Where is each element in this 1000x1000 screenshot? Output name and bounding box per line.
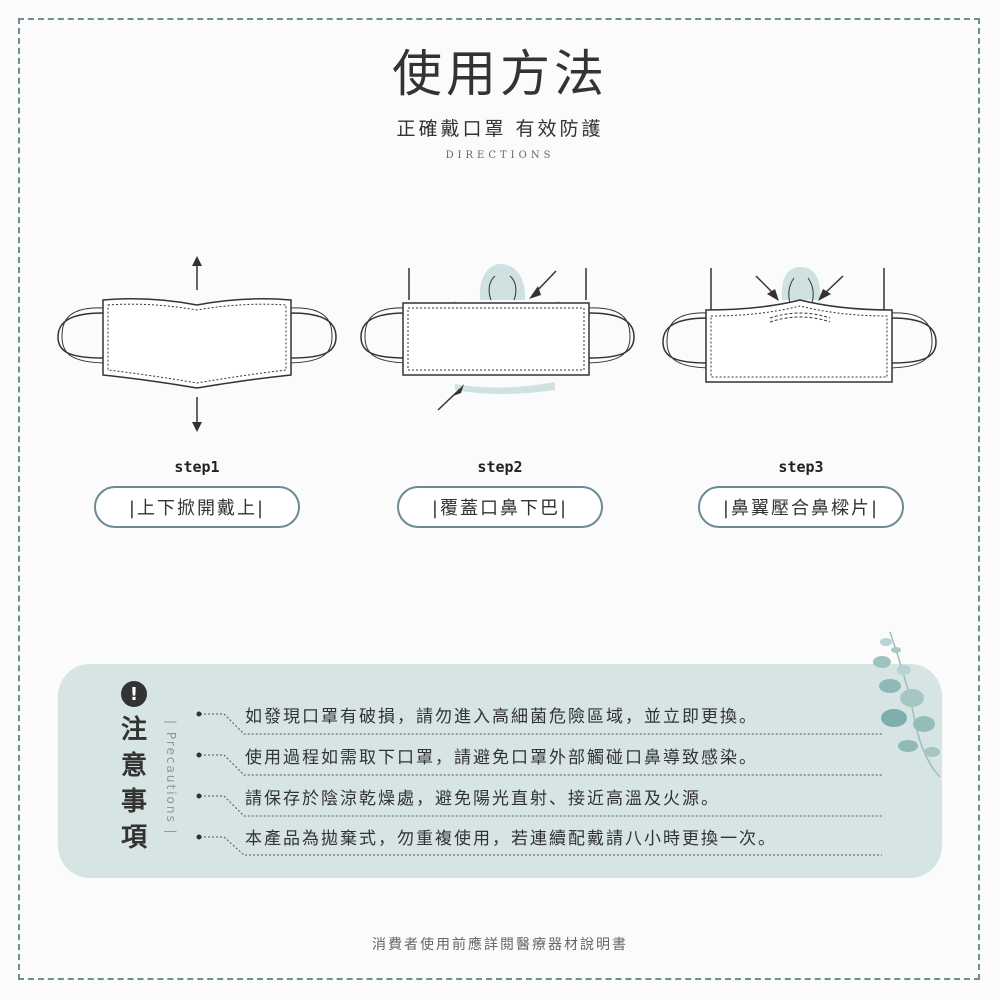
step3-mask-illustration bbox=[662, 267, 937, 383]
precaution-item: 使用過程如需取下口罩，請避免口罩外部觸碰口鼻導致感染。 bbox=[245, 748, 758, 768]
eucalyptus-leaf-icon bbox=[873, 631, 941, 778]
precaution-item: 本產品為拋棄式，勿重複使用，若連續配戴請八小時更換一次。 bbox=[245, 829, 777, 849]
precaution-item: 請保存於陰涼乾燥處，避免陽光直射、接近高溫及火源。 bbox=[245, 789, 720, 809]
arrow-down-icon bbox=[192, 422, 202, 432]
step1-label: step1 bbox=[174, 458, 220, 476]
english-subtitle: DIRECTIONS bbox=[445, 150, 555, 161]
precautions-english-label: | Precautions | bbox=[164, 720, 178, 836]
step2-label: step2 bbox=[477, 458, 523, 476]
step3-caption: |鼻翼壓合鼻樑片| bbox=[698, 486, 904, 528]
precautions-title: 注意事項 bbox=[120, 715, 147, 853]
precautions-panel bbox=[58, 664, 942, 878]
exclamation-icon: ! bbox=[121, 681, 147, 707]
step1-caption: |上下掀開戴上| bbox=[94, 486, 300, 528]
step1-mask-illustration bbox=[57, 256, 337, 432]
step3-label: step3 bbox=[778, 458, 824, 476]
arrow-icon bbox=[818, 289, 831, 301]
arrow-up-icon bbox=[192, 256, 202, 266]
page-title: 使用方法 bbox=[392, 45, 608, 103]
page-subtitle: 正確戴口罩 有效防護 bbox=[396, 118, 604, 140]
step2-caption: |覆蓋口鼻下巴| bbox=[397, 486, 603, 528]
dashed-border bbox=[18, 18, 980, 980]
precaution-item: 如發現口罩有破損，請勿進入高細菌危險區域，並立即更換。 bbox=[245, 707, 758, 727]
arrow-icon bbox=[453, 384, 464, 396]
footer-note: 消費者使用前應詳閱醫療器材說明書 bbox=[372, 937, 628, 953]
step2-mask-illustration bbox=[360, 264, 635, 411]
arrow-icon bbox=[767, 289, 779, 301]
arrow-icon bbox=[529, 286, 541, 299]
